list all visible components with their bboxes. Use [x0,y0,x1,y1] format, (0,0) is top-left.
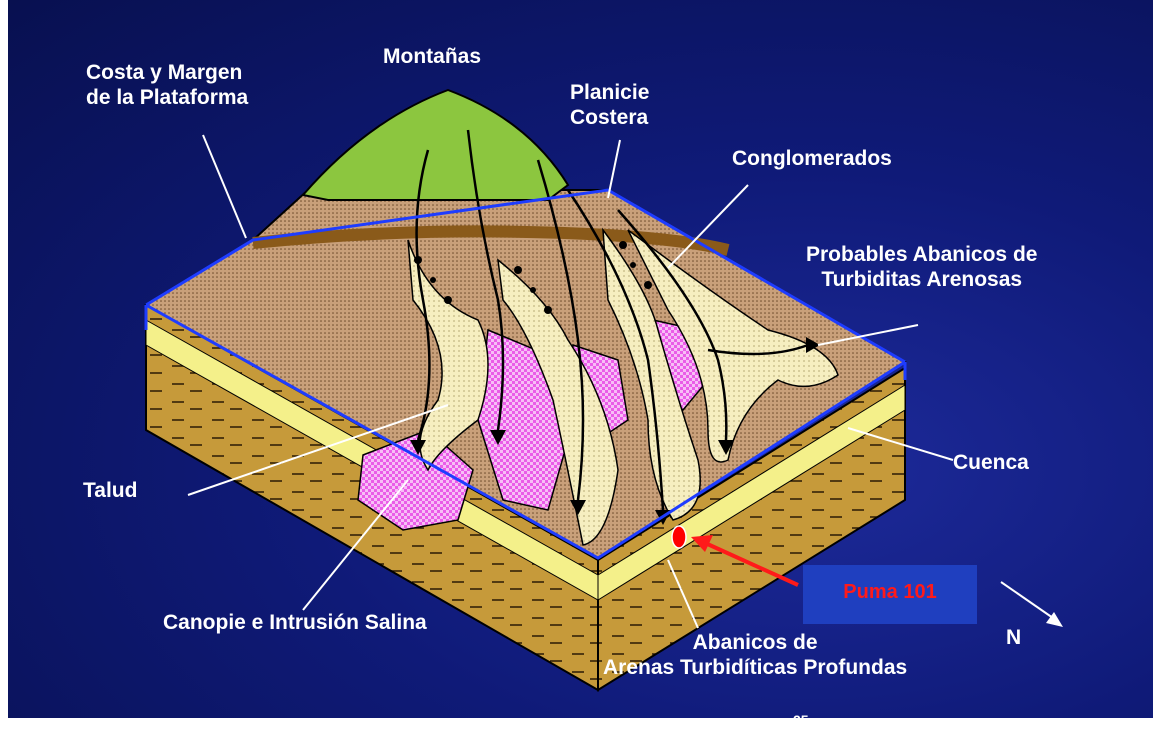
label-abanicos-line2: Arenas Turbidíticas Profundas [603,655,907,680]
bottom-strip [0,718,1153,732]
slide-background: Costa y Margen de la Plataforma Montañas… [8,0,1153,718]
label-canopie: Canopie e Intrusión Salina [163,610,427,635]
mountain [303,90,568,200]
label-probables-line2: Turbiditas Arenosas [806,267,1037,292]
label-conglomerados: Conglomerados [732,146,892,171]
label-costa: Costa y Margen de la Plataforma [86,60,248,110]
label-probables: Probables Abanicos de Turbiditas Arenosa… [806,242,1037,292]
label-costa-line2: de la Plataforma [86,85,248,110]
label-abanicos: Abanicos de Arenas Turbidíticas Profunda… [603,630,907,680]
label-montanas: Montañas [383,44,481,69]
north-arrow [1001,582,1053,618]
puma-101-callout: Puma 101 [803,565,977,624]
label-planicie-line1: Planicie [570,80,649,105]
label-costa-line1: Costa y Margen [86,60,248,85]
label-abanicos-line1: Abanicos de [603,630,907,655]
label-talud: Talud [83,478,137,503]
label-planicie-line2: Costera [570,105,649,130]
label-planicie: Planicie Costera [570,80,649,130]
label-north: N [1006,625,1021,650]
label-cuenca: Cuenca [953,450,1029,475]
puma-101-marker [672,526,686,548]
label-probables-line1: Probables Abanicos de [806,242,1037,267]
puma-101-label: Puma 101 [803,565,977,624]
